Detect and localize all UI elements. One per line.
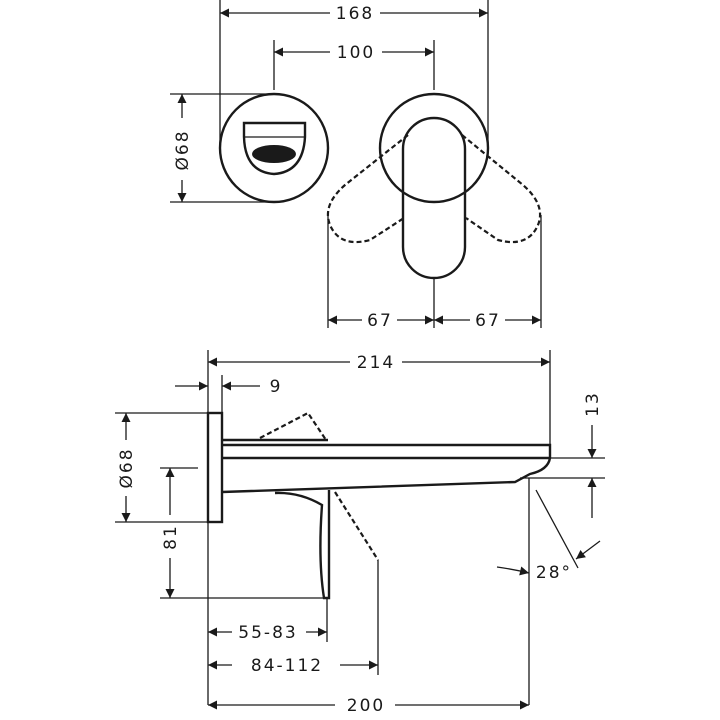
dim-168: 168: [219, 0, 489, 155]
spout-rosette: [218, 92, 330, 204]
dim-9: 9: [175, 375, 283, 413]
dim-label: 100: [337, 43, 375, 63]
dim-100: 100: [273, 40, 435, 90]
dim-label: 214: [357, 353, 395, 373]
dim-13: 13: [520, 391, 605, 518]
dim-diameter-front: Ø68: [170, 93, 274, 203]
dim-55-83: 55-83: [208, 598, 328, 643]
dim-label: 200: [347, 696, 385, 716]
dim-81: 81: [160, 467, 327, 599]
dim-label: 28°: [536, 563, 572, 583]
dim-label: 9: [270, 377, 283, 397]
mixer-rosette: [326, 92, 542, 280]
dim-label: 168: [336, 4, 374, 24]
dim-label: 81: [161, 524, 181, 550]
front-view: 168 100 Ø68: [170, 0, 542, 331]
outlet-icon: [252, 145, 296, 163]
dim-label: 55-83: [238, 623, 297, 643]
dim-label: 67: [475, 311, 501, 331]
dim-67-67: 67 67: [327, 215, 542, 331]
dim-28-angle: 28°: [496, 478, 601, 705]
dim-214: 214: [207, 350, 551, 705]
dim-200: 200: [208, 696, 529, 716]
dim-label: Ø68: [117, 447, 137, 488]
spout-body: [206, 411, 552, 600]
dim-diameter-side: Ø68: [115, 412, 208, 523]
dim-label: 84-112: [251, 656, 323, 676]
dim-label: 13: [583, 391, 603, 417]
dim-label: 67: [367, 311, 393, 331]
dim-label: Ø68: [173, 129, 193, 170]
dim-84-112: 84-112: [208, 560, 379, 676]
side-view: 214 9 Ø68 8: [115, 350, 605, 716]
wall-plate: [206, 411, 224, 524]
